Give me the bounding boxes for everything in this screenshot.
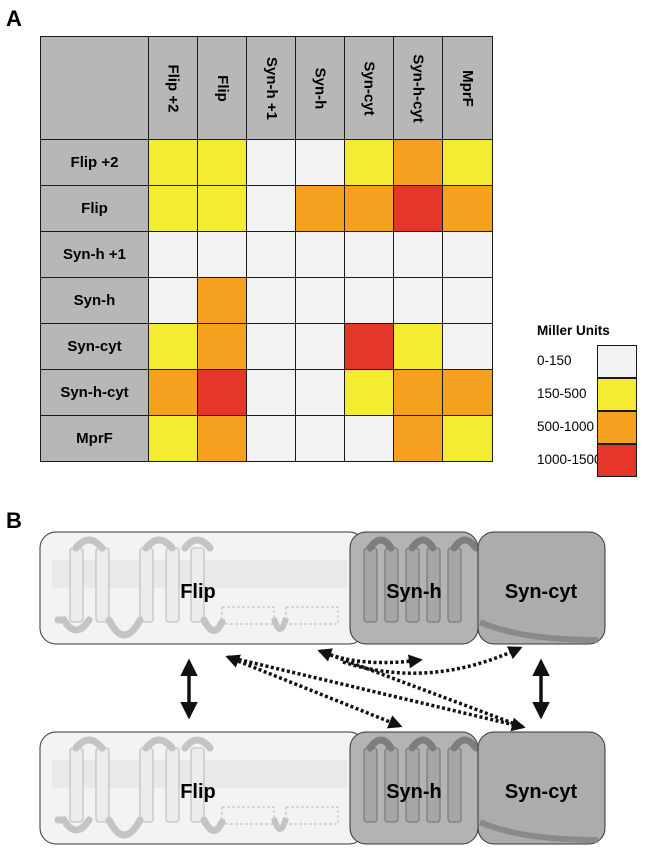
heatmap-cell	[393, 415, 443, 462]
synh-helices-bottom-icon	[363, 747, 462, 823]
heatmap-cell	[442, 139, 493, 186]
heatmap-cell	[246, 185, 296, 232]
heatmap-cell	[246, 369, 296, 416]
panel-b-letter: B	[6, 508, 22, 533]
syncyt-label-top: Syn-cyt	[505, 581, 578, 603]
heatmap-cell	[442, 369, 493, 416]
heatmap-cell	[442, 323, 493, 370]
legend-label: 150-500	[537, 386, 587, 401]
panel-a-letter: A	[6, 6, 22, 31]
flip-label-bottom: Flip	[180, 781, 216, 803]
legend-swatch	[597, 345, 637, 378]
heatmap-cell	[246, 323, 296, 370]
heatmap-cell	[197, 231, 247, 278]
syncyt-label-bottom: Syn-cyt	[505, 781, 578, 803]
protein-top	[39, 531, 606, 645]
protein-bottom	[39, 731, 606, 845]
flip-label-top: Flip	[180, 581, 216, 603]
heatmap-cell	[393, 185, 443, 232]
heatmap-cell	[295, 415, 345, 462]
synh-synh-arrow	[319, 649, 423, 669]
heatmap-cell	[344, 323, 394, 370]
heatmap-cell	[295, 231, 345, 278]
heatmap-cell	[344, 415, 394, 462]
flip-synh-arrow	[225, 654, 403, 729]
row-header: Flip	[40, 185, 149, 232]
heatmap-cell	[442, 277, 493, 324]
flip-loops-top-icon	[54, 536, 226, 639]
dotted-interaction-arrows	[225, 646, 526, 732]
heatmap-cell	[197, 369, 247, 416]
flip-loops-bottom-icon	[54, 736, 226, 839]
row-header: MprF	[40, 415, 149, 462]
row-header: Syn-h	[40, 277, 149, 324]
row-header: Flip +2	[40, 139, 149, 186]
column-header: MprF	[442, 36, 493, 140]
heatmap-cell	[246, 415, 296, 462]
legend-swatch	[597, 411, 637, 444]
column-header: Flip	[197, 36, 247, 140]
heatmap-cell	[148, 415, 198, 462]
legend-label: 0-150	[537, 353, 572, 368]
legend-swatch	[597, 378, 637, 411]
legend-title: Miller Units	[537, 323, 610, 338]
synh-label-top: Syn-h	[386, 581, 442, 603]
legend-label: 1000-1500	[537, 452, 602, 467]
row-header: Syn-cyt	[40, 323, 149, 370]
legend-swatch	[597, 444, 637, 477]
column-header: Syn-h-cyt	[393, 36, 443, 140]
heatmap-cell	[295, 277, 345, 324]
heatmap-cell	[442, 415, 493, 462]
heatmap-cell	[295, 185, 345, 232]
heatmap-cell	[295, 139, 345, 186]
heatmap-cell	[442, 231, 493, 278]
syncyt-domain-bottom	[477, 731, 606, 845]
synh-label-bottom: Syn-h	[386, 781, 442, 803]
heatmap-cell	[393, 139, 443, 186]
syncyt-domain-top	[477, 531, 606, 645]
heatmap-cell	[393, 277, 443, 324]
heatmap-cell	[442, 185, 493, 232]
row-header: Syn-h +1	[40, 231, 149, 278]
flip-syncyt-arrow	[227, 655, 526, 732]
heatmap-cell	[148, 323, 198, 370]
corner-cell	[40, 36, 149, 140]
synh-syncyt-diag-arrow	[317, 648, 524, 729]
synh-syncyt-arc-arrow	[342, 646, 523, 675]
heatmap-cell	[148, 231, 198, 278]
heatmap-cell	[148, 369, 198, 416]
legend-label: 500-1000	[537, 419, 595, 434]
